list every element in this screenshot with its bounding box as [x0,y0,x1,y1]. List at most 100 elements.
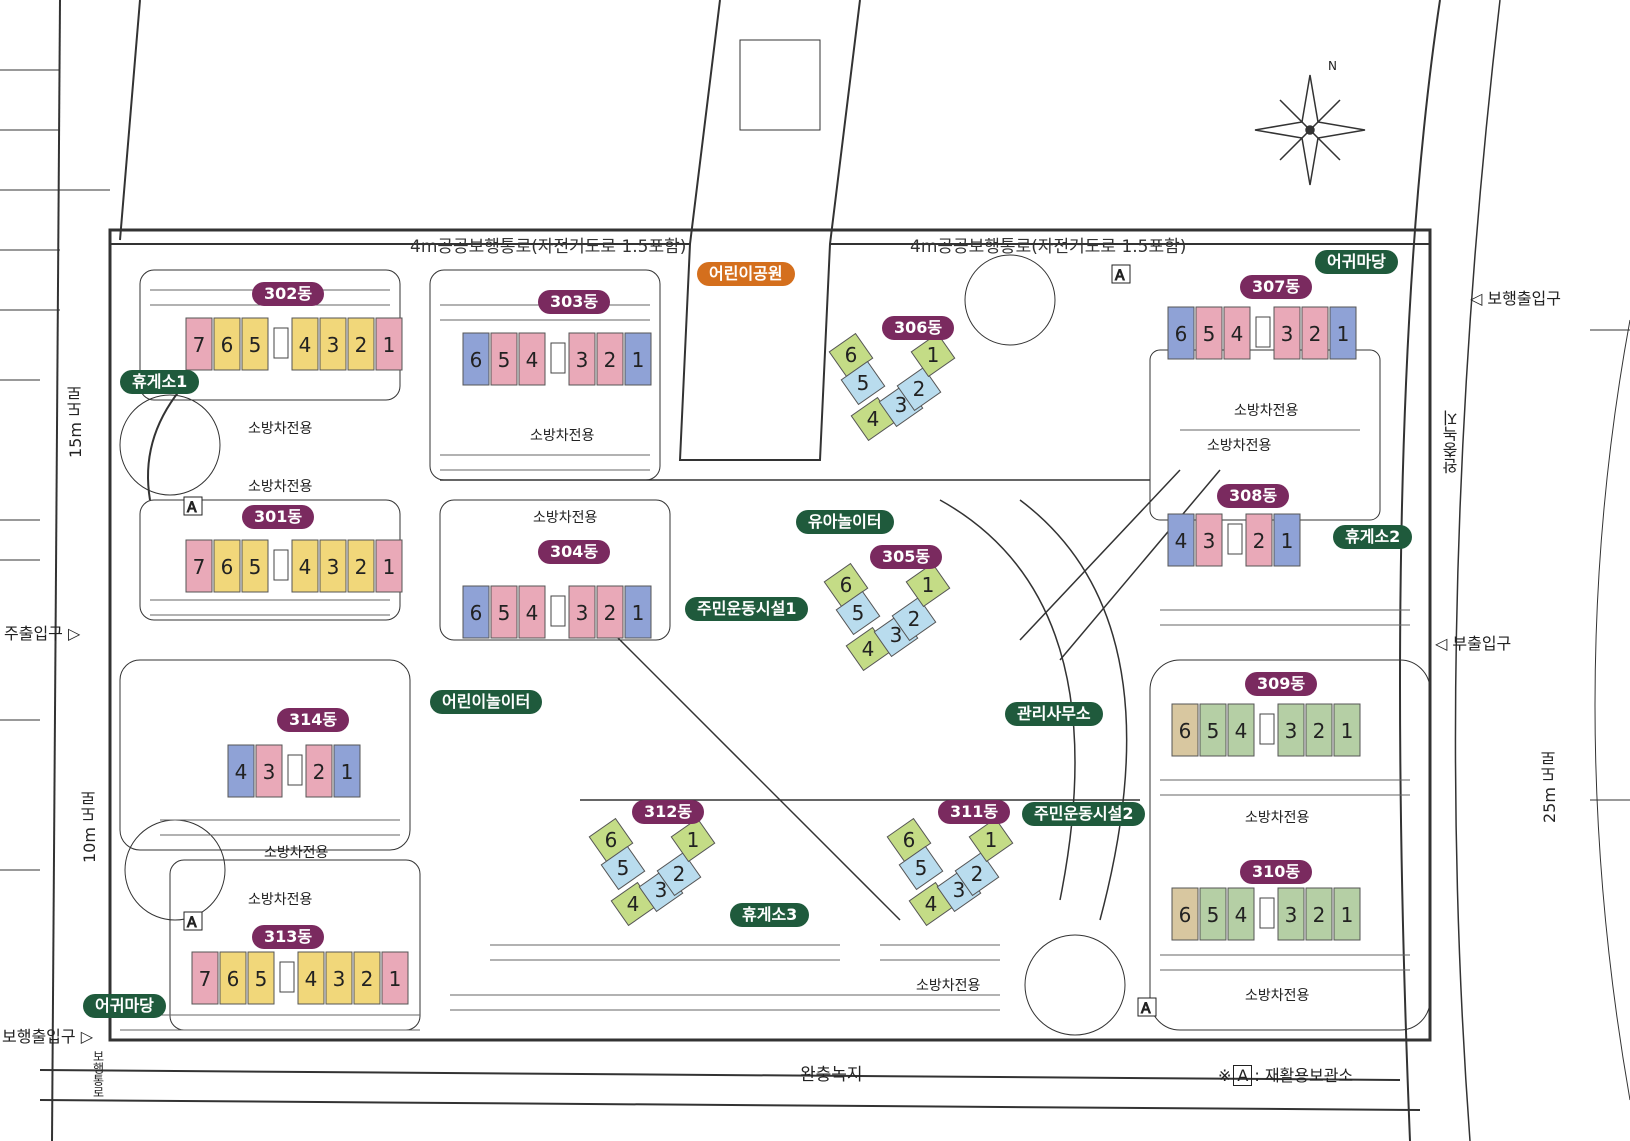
rest-area-1-label: 휴게소1 [120,370,200,394]
unit-number: 1 [383,333,396,357]
unit-number: 2 [913,377,926,401]
unit-block [227,744,255,798]
unit-block [596,332,624,386]
unit-block [1329,306,1357,360]
unit-block [347,539,375,593]
unit-number: 3 [327,555,340,579]
legend-symbol: A [1233,1065,1253,1086]
building-label-310동: 310동 [1240,860,1313,884]
unit-block [518,585,546,639]
building-label-313동: 313동 [252,925,325,949]
road-15m-label: 15m 도로 [66,385,85,459]
fire-lane-label: 소방차전용 [264,845,329,861]
unit-block [1245,513,1273,567]
unit-block [670,817,716,863]
unit-block [1227,887,1255,941]
pedestrian-entrance-right-text: 보행출입구 [1487,289,1561,308]
unit-number: 5 [915,856,928,880]
unit-number: 4 [1175,529,1188,553]
unit-number: 2 [1309,322,1322,346]
unit-number: 5 [249,333,262,357]
unit-block [624,585,652,639]
unit-number: 3 [333,967,346,991]
recycle-marker: A [1115,268,1125,284]
legend: ※A: 재활용보관소 [1218,1062,1353,1086]
unit-number: 1 [389,967,402,991]
unit-number: 2 [971,862,984,886]
walkway-label-right: 4m공공보행통로(자전거도로 1.5포함) [910,237,1186,257]
unit-block [462,585,490,639]
unit-number: 1 [1341,903,1354,927]
unit-number: 6 [470,601,483,625]
unit-block [1223,306,1251,360]
unit-number: 7 [193,333,206,357]
unit-block [1167,306,1195,360]
unit-number: 6 [470,348,483,372]
unit-block [255,744,283,798]
unit-block [291,539,319,593]
unit-block [353,951,381,1005]
unit-number: 4 [862,637,875,661]
unit-number: 2 [361,967,374,991]
fire-lane-label: 소방차전용 [1234,403,1299,419]
recycle-marker: A [1141,1001,1151,1017]
unit-number: 3 [953,878,966,902]
unit-block [185,317,213,371]
unit-block [1195,306,1223,360]
unit-block [490,585,518,639]
building-label-311동: 311동 [938,800,1011,824]
unit-block [1333,703,1361,757]
unit-number: 2 [1313,719,1326,743]
fire-lane-label: 소방차전용 [530,428,595,444]
unit-block [1333,887,1361,941]
sports-facility-2-label: 주민운동시설2 [1022,802,1146,826]
fire-lane-label: 소방차전용 [248,421,313,437]
unit-block [462,332,490,386]
unit-block [191,951,219,1005]
unit-block [1305,703,1333,757]
building-label-314동: 314동 [277,708,350,732]
unit-number: 2 [1313,903,1326,927]
unit-number: 1 [632,348,645,372]
unit-number: 6 [845,343,858,367]
unit-block [319,317,347,371]
plaza-bottom-label: 어귀마당 [83,994,166,1018]
unit-number: 1 [922,573,935,597]
fire-lane-label: 소방차전용 [248,479,313,495]
unit-block [954,851,1000,897]
fire-lane-label: 소방차전용 [533,510,598,526]
unit-block [656,851,702,897]
unit-block [600,845,646,891]
unit-number: 2 [604,348,617,372]
unit-block [896,366,942,412]
road-10m-label: 10m 도로 [80,790,99,864]
unit-number: 1 [927,343,940,367]
park-label: 어린이공원 [697,262,795,286]
unit-block [1301,306,1329,360]
unit-number: 3 [890,623,903,647]
unit-number: 3 [1281,322,1294,346]
unit-block [1167,513,1195,567]
unit-number: 3 [1203,529,1216,553]
unit-block [241,317,269,371]
unit-block [968,817,1014,863]
unit-block [568,332,596,386]
unit-block [213,317,241,371]
unit-number: 6 [1179,719,1192,743]
pedestrian-entrance-right-label: ◁ 보행출입구 [1470,289,1561,308]
walk-road-left-label: 보행통로 [91,1050,105,1098]
unit-number: 4 [299,333,312,357]
compass-icon [1254,74,1366,186]
infant-playground-label: 유아놀이터 [796,510,894,534]
unit-number: 7 [199,967,212,991]
unit-number: 1 [341,760,354,784]
fire-lane-label: 소방차전용 [1245,988,1310,1004]
unit-number: 5 [498,601,511,625]
management-office-label: 관리사무소 [1005,702,1103,726]
